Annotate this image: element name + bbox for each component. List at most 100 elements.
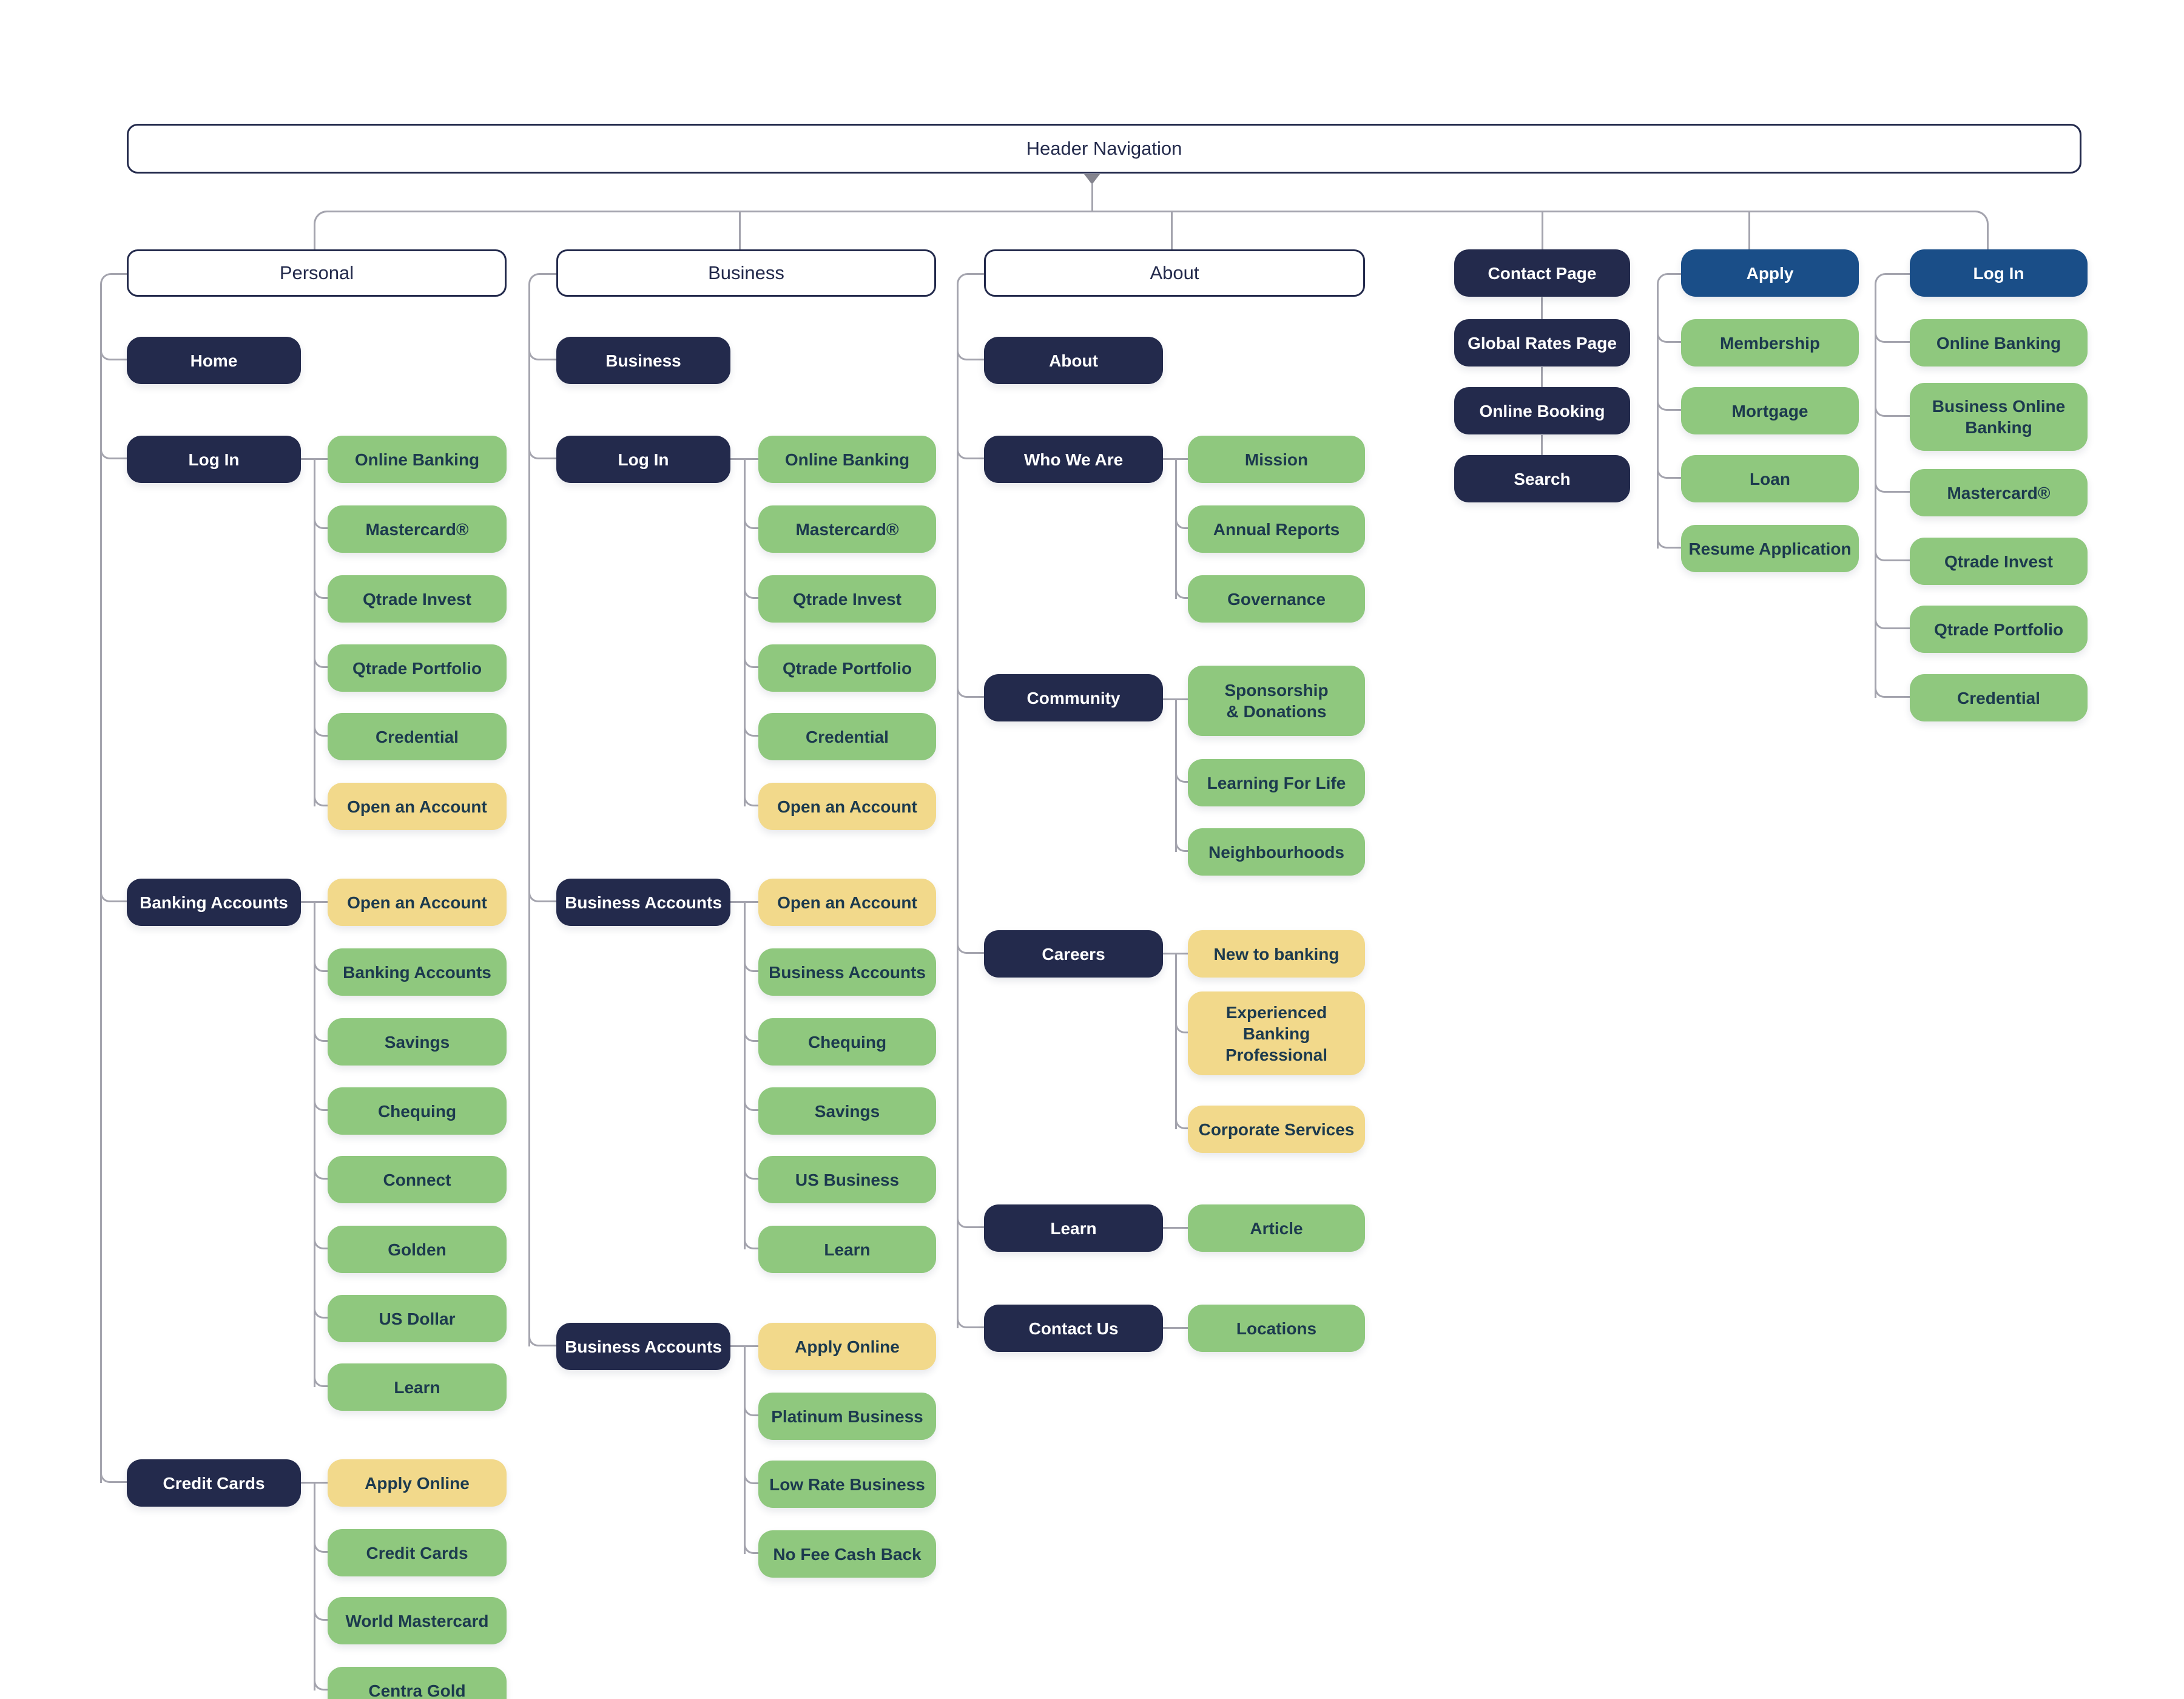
node-sponsorship-donations[interactable]: Sponsorship & Donations	[1188, 666, 1365, 736]
node-mortgage[interactable]: Mortgage	[1681, 387, 1859, 434]
node-mastercard[interactable]: Mastercard®	[758, 505, 936, 553]
node-new-to-banking[interactable]: New to banking	[1188, 930, 1365, 978]
node-learn[interactable]: Learn	[328, 1363, 507, 1411]
node-credit-cards[interactable]: Credit Cards	[127, 1459, 301, 1507]
node-home[interactable]: Home	[127, 337, 301, 384]
connector-elbow	[744, 726, 758, 737]
node-global-rates-page[interactable]: Global Rates Page	[1454, 319, 1630, 366]
node-learn[interactable]: Learn	[758, 1226, 936, 1273]
node-online-banking[interactable]: Online Banking	[328, 436, 507, 483]
node-experienced-banking-professional[interactable]: Experienced Banking Professional	[1188, 991, 1365, 1075]
node-qtrade-invest[interactable]: Qtrade Invest	[1910, 538, 2088, 585]
node-careers[interactable]: Careers	[984, 930, 1163, 978]
node-corporate-services[interactable]: Corporate Services	[1188, 1106, 1365, 1153]
node-credit-cards-child[interactable]: Credit Cards	[328, 1529, 507, 1576]
node-qtrade-invest[interactable]: Qtrade Invest	[758, 575, 936, 623]
node-business-online-banking[interactable]: Business Online Banking	[1910, 383, 2088, 451]
connector-elbow	[314, 518, 328, 529]
node-online-booking[interactable]: Online Booking	[1454, 387, 1630, 434]
connector-elbow	[1175, 841, 1188, 852]
node-about[interactable]: About	[984, 337, 1163, 384]
node-world-mastercard[interactable]: World Mastercard	[328, 1597, 507, 1644]
connector-drop-contact	[1542, 211, 1543, 249]
node-banking-accounts-child[interactable]: Banking Accounts	[328, 948, 507, 996]
node-us-business[interactable]: US Business	[758, 1156, 936, 1203]
node-credential[interactable]: Credential	[1910, 674, 2088, 721]
node-open-an-account[interactable]: Open an Account	[328, 879, 507, 926]
node-golden[interactable]: Golden	[328, 1226, 507, 1273]
connector-line	[730, 458, 758, 460]
connector-elbow	[744, 588, 758, 599]
connector-elbow	[1875, 550, 1910, 561]
node-chequing[interactable]: Chequing	[758, 1018, 936, 1066]
connector-spine-apply	[1657, 273, 1681, 549]
column-title-about[interactable]: About	[984, 249, 1365, 297]
node-community[interactable]: Community	[984, 674, 1163, 721]
node-log-in[interactable]: Log In	[556, 436, 730, 483]
node-article[interactable]: Article	[1188, 1204, 1365, 1252]
node-business-accounts[interactable]: Business Accounts	[556, 1323, 730, 1370]
column-title-business[interactable]: Business	[556, 249, 936, 297]
node-apply[interactable]: Apply	[1681, 249, 1859, 297]
connector-elbow	[744, 1405, 758, 1416]
node-centra-gold[interactable]: Centra Gold	[328, 1667, 507, 1699]
node-learn[interactable]: Learn	[984, 1204, 1163, 1252]
node-apply-online[interactable]: Apply Online	[758, 1323, 936, 1370]
node-membership[interactable]: Membership	[1681, 319, 1859, 366]
node-business[interactable]: Business	[556, 337, 730, 384]
connector-stack-segment	[1541, 367, 1543, 387]
node-savings[interactable]: Savings	[328, 1018, 507, 1066]
node-open-an-account[interactable]: Open an Account	[758, 783, 936, 830]
node-online-banking[interactable]: Online Banking	[758, 436, 936, 483]
node-who-we-are[interactable]: Who We Are	[984, 436, 1163, 483]
connector-elbow	[744, 1473, 758, 1484]
node-learning-for-life[interactable]: Learning For Life	[1188, 759, 1365, 806]
node-contact-us[interactable]: Contact Us	[984, 1305, 1163, 1352]
node-qtrade-portfolio[interactable]: Qtrade Portfolio	[758, 644, 936, 692]
node-search[interactable]: Search	[1454, 455, 1630, 502]
node-apply-online[interactable]: Apply Online	[328, 1459, 507, 1507]
connector-elbow	[528, 891, 556, 902]
connector-elbow	[314, 795, 328, 806]
node-low-rate-business[interactable]: Low Rate Business	[758, 1461, 936, 1508]
node-mastercard[interactable]: Mastercard®	[328, 505, 507, 553]
node-open-an-account[interactable]: Open an Account	[758, 879, 936, 926]
node-qtrade-portfolio[interactable]: Qtrade Portfolio	[328, 644, 507, 692]
node-connect[interactable]: Connect	[328, 1156, 507, 1203]
connector-spine-whoweare	[1175, 459, 1177, 599]
node-platinum-business[interactable]: Platinum Business	[758, 1393, 936, 1440]
connector-line	[1163, 458, 1188, 460]
connector-elbow	[957, 350, 984, 360]
node-mastercard[interactable]: Mastercard®	[1910, 469, 2088, 516]
node-contact-page[interactable]: Contact Page	[1454, 249, 1630, 297]
connector-elbow	[1657, 332, 1681, 343]
node-business-accounts-child[interactable]: Business Accounts	[758, 948, 936, 996]
node-us-dollar[interactable]: US Dollar	[328, 1295, 507, 1342]
node-locations[interactable]: Locations	[1188, 1305, 1365, 1352]
node-business-accounts[interactable]: Business Accounts	[556, 879, 730, 926]
connector-spine-personal	[100, 273, 127, 1483]
connector-line	[301, 458, 328, 460]
node-banking-accounts[interactable]: Banking Accounts	[127, 879, 301, 926]
node-credential[interactable]: Credential	[758, 713, 936, 760]
column-title-personal[interactable]: Personal	[127, 249, 507, 297]
node-governance[interactable]: Governance	[1188, 575, 1365, 623]
node-chequing[interactable]: Chequing	[328, 1087, 507, 1135]
node-online-banking[interactable]: Online Banking	[1910, 319, 2088, 366]
node-log-in[interactable]: Log In	[1910, 249, 2088, 297]
node-qtrade-invest[interactable]: Qtrade Invest	[328, 575, 507, 623]
node-qtrade-portfolio[interactable]: Qtrade Portfolio	[1910, 606, 2088, 653]
node-credential[interactable]: Credential	[328, 713, 507, 760]
node-no-fee-cash-back[interactable]: No Fee Cash Back	[758, 1530, 936, 1578]
node-loan[interactable]: Loan	[1681, 455, 1859, 502]
header-navigation-node[interactable]: Header Navigation	[127, 124, 2081, 174]
connector-line	[1163, 953, 1188, 954]
node-savings[interactable]: Savings	[758, 1087, 936, 1135]
node-neighbourhoods[interactable]: Neighbourhoods	[1188, 828, 1365, 876]
node-resume-application[interactable]: Resume Application	[1681, 525, 1859, 572]
node-open-an-account[interactable]: Open an Account	[328, 783, 507, 830]
node-mission[interactable]: Mission	[1188, 436, 1365, 483]
connector-elbow	[314, 1169, 328, 1180]
node-annual-reports[interactable]: Annual Reports	[1188, 505, 1365, 553]
node-log-in[interactable]: Log In	[127, 436, 301, 483]
